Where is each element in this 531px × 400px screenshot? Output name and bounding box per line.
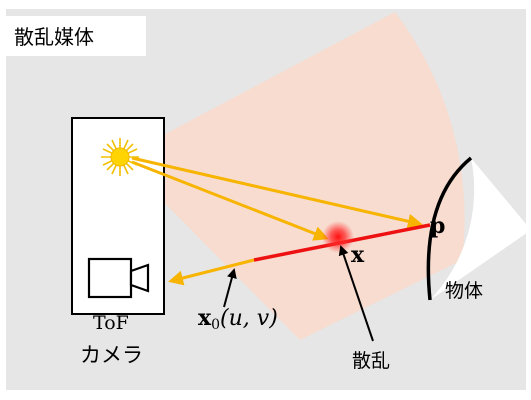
medium-title-box <box>6 16 146 56</box>
camera-tof-label: ToF <box>93 312 129 334</box>
object-label: 物体 <box>445 280 484 302</box>
video-camera-icon <box>87 257 150 299</box>
ray-origin-symbol: x <box>198 305 212 331</box>
scatter-annotation: 散乱 <box>352 350 391 372</box>
ray-origin-label: x0(u, v) <box>198 305 278 333</box>
ray-origin-args: (u, v) <box>220 306 278 331</box>
object-surface <box>426 156 473 301</box>
return-path-to-camera <box>168 258 255 286</box>
object-point-label: p <box>430 213 446 239</box>
scatter-pointer <box>338 245 374 342</box>
scatter-glow <box>322 221 354 253</box>
light-cone <box>120 12 465 340</box>
camera-label: カメラ <box>80 343 143 367</box>
light-path-to-object <box>131 156 423 229</box>
x0-pointer <box>223 268 237 308</box>
light-path-to-scatter <box>131 160 329 241</box>
sun-icon <box>101 138 139 176</box>
scatter-point-label: x <box>351 242 365 268</box>
object-shape <box>430 158 531 300</box>
medium-title: 散乱媒体 <box>14 25 94 49</box>
ray-origin-subscript: 0 <box>211 317 221 333</box>
